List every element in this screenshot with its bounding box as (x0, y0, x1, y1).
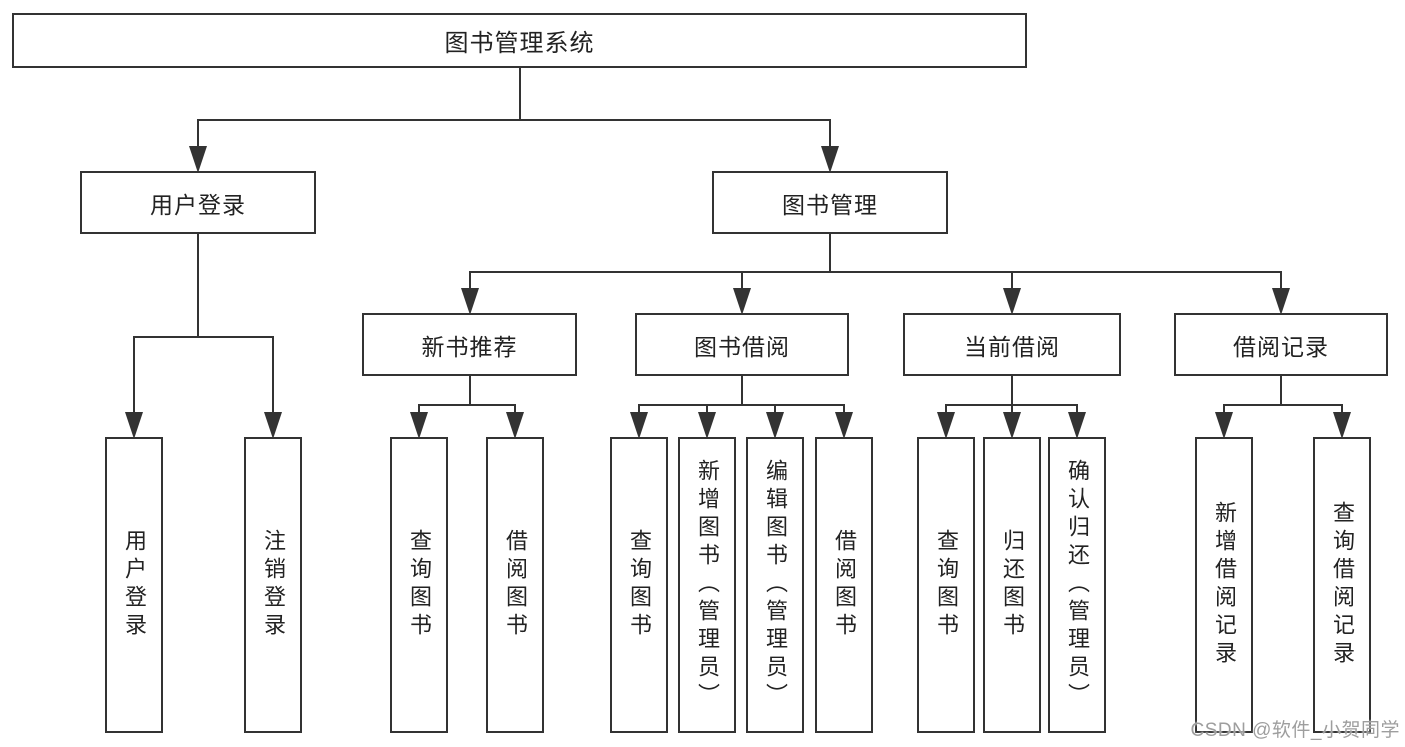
node-label-leaf-logout: 注销登录 (261, 529, 286, 641)
node-leaf-edit-book: 编辑图书（管理员） (746, 437, 804, 733)
connector-line (514, 404, 516, 417)
node-label-borrow-record: 借阅记录 (1233, 333, 1329, 360)
node-label-leaf-add-book: 新增图书（管理员） (695, 459, 720, 711)
node-label-user-login: 用户登录 (150, 191, 246, 218)
connector-line (638, 404, 640, 417)
connector-line (843, 404, 845, 417)
node-label-leaf-query-borrow-record: 查询借阅记录 (1330, 501, 1355, 669)
node-leaf-add-book: 新增图书（管理员） (678, 437, 736, 733)
node-leaf-return-book: 归还图书 (983, 437, 1041, 733)
connector-line (197, 119, 831, 121)
arrowhead-icon (125, 412, 143, 439)
connector-line (1280, 375, 1282, 406)
arrowhead-icon (1068, 412, 1086, 439)
node-book-mgmt: 图书管理 (712, 171, 948, 234)
node-book-borrow: 图书借阅 (635, 313, 849, 376)
connector-line (468, 271, 471, 293)
node-leaf-borrow-book-2: 借阅图书 (815, 437, 873, 733)
connector-line (1011, 375, 1013, 406)
connector-line (197, 233, 199, 338)
arrowhead-icon (821, 146, 839, 173)
arrowhead-icon (1272, 288, 1290, 315)
connector-line (272, 336, 274, 417)
arrowhead-icon (410, 412, 428, 439)
connector-line (468, 375, 471, 406)
connector-line (945, 404, 947, 417)
node-label-current-borrow: 当前借阅 (964, 333, 1060, 360)
node-label-leaf-return-book: 归还图书 (1000, 529, 1025, 641)
node-leaf-user-login: 用户登录 (105, 437, 163, 733)
connector-line (741, 271, 743, 293)
node-label-leaf-user-login: 用户登录 (122, 529, 147, 641)
node-label-leaf-query-book-3: 查询图书 (934, 529, 959, 641)
connector-line (706, 404, 708, 417)
arrowhead-icon (733, 288, 751, 315)
node-label-leaf-query-book-2: 查询图书 (627, 529, 652, 641)
connector-line (741, 375, 743, 406)
arrowhead-icon (835, 412, 853, 439)
connector-line (133, 336, 135, 417)
connector-line (1280, 271, 1282, 293)
connector-line (1223, 404, 1225, 417)
arrowhead-icon (766, 412, 784, 439)
node-leaf-query-borrow-record: 查询借阅记录 (1313, 437, 1371, 733)
arrowhead-icon (1003, 412, 1021, 439)
node-label-new-book-rec: 新书推荐 (421, 333, 518, 360)
node-leaf-confirm-return: 确认归还（管理员） (1048, 437, 1106, 733)
node-root: 图书管理系统 (12, 13, 1027, 68)
connector-line (638, 404, 845, 406)
arrowhead-icon (189, 146, 207, 173)
connector-line (518, 67, 521, 121)
arrowhead-icon (937, 412, 955, 439)
connector-line (197, 119, 199, 151)
watermark: CSDN @软件_小贺同学 (1190, 720, 1400, 741)
arrowhead-icon (698, 412, 716, 439)
node-label-leaf-borrow-book-1: 借阅图书 (503, 529, 528, 641)
node-leaf-query-book-3: 查询图书 (917, 437, 975, 733)
node-leaf-query-book-1: 查询图书 (390, 437, 448, 733)
node-current-borrow: 当前借阅 (903, 313, 1121, 376)
node-label-book-mgmt: 图书管理 (782, 191, 878, 218)
node-label-leaf-add-borrow-record: 新增借阅记录 (1212, 501, 1237, 669)
connector-line (829, 233, 831, 273)
connector-line (133, 336, 274, 338)
connector-line (829, 119, 831, 151)
node-label-leaf-edit-book: 编辑图书（管理员） (763, 459, 788, 711)
node-leaf-logout: 注销登录 (244, 437, 302, 733)
node-label-leaf-confirm-return: 确认归还（管理员） (1065, 459, 1090, 711)
node-leaf-query-book-2: 查询图书 (610, 437, 668, 733)
connector-line (1011, 271, 1013, 293)
arrowhead-icon (264, 412, 282, 439)
node-borrow-record: 借阅记录 (1174, 313, 1388, 376)
node-label-book-borrow: 图书借阅 (694, 333, 790, 360)
node-new-book-rec: 新书推荐 (362, 313, 577, 376)
arrowhead-icon (630, 412, 648, 439)
connector-line (418, 404, 516, 406)
connector-line (774, 404, 776, 417)
arrowhead-icon (1003, 288, 1021, 315)
connector-line (1076, 404, 1078, 417)
arrowhead-icon (1333, 412, 1351, 439)
arrowhead-icon (460, 288, 479, 315)
connector-line (1223, 404, 1343, 406)
connector-line (418, 404, 420, 417)
node-leaf-borrow-book-1: 借阅图书 (486, 437, 544, 733)
connector-line (1341, 404, 1343, 417)
node-leaf-add-borrow-record: 新增借阅记录 (1195, 437, 1253, 733)
node-user-login: 用户登录 (80, 171, 316, 234)
node-label-root: 图书管理系统 (444, 30, 595, 57)
node-label-leaf-query-book-1: 查询图书 (407, 529, 432, 641)
arrowhead-icon (1215, 412, 1233, 439)
connector-line (468, 271, 1282, 273)
connector-line (1011, 404, 1013, 417)
arrowhead-icon (506, 412, 524, 439)
node-label-leaf-borrow-book-2: 借阅图书 (832, 529, 857, 641)
